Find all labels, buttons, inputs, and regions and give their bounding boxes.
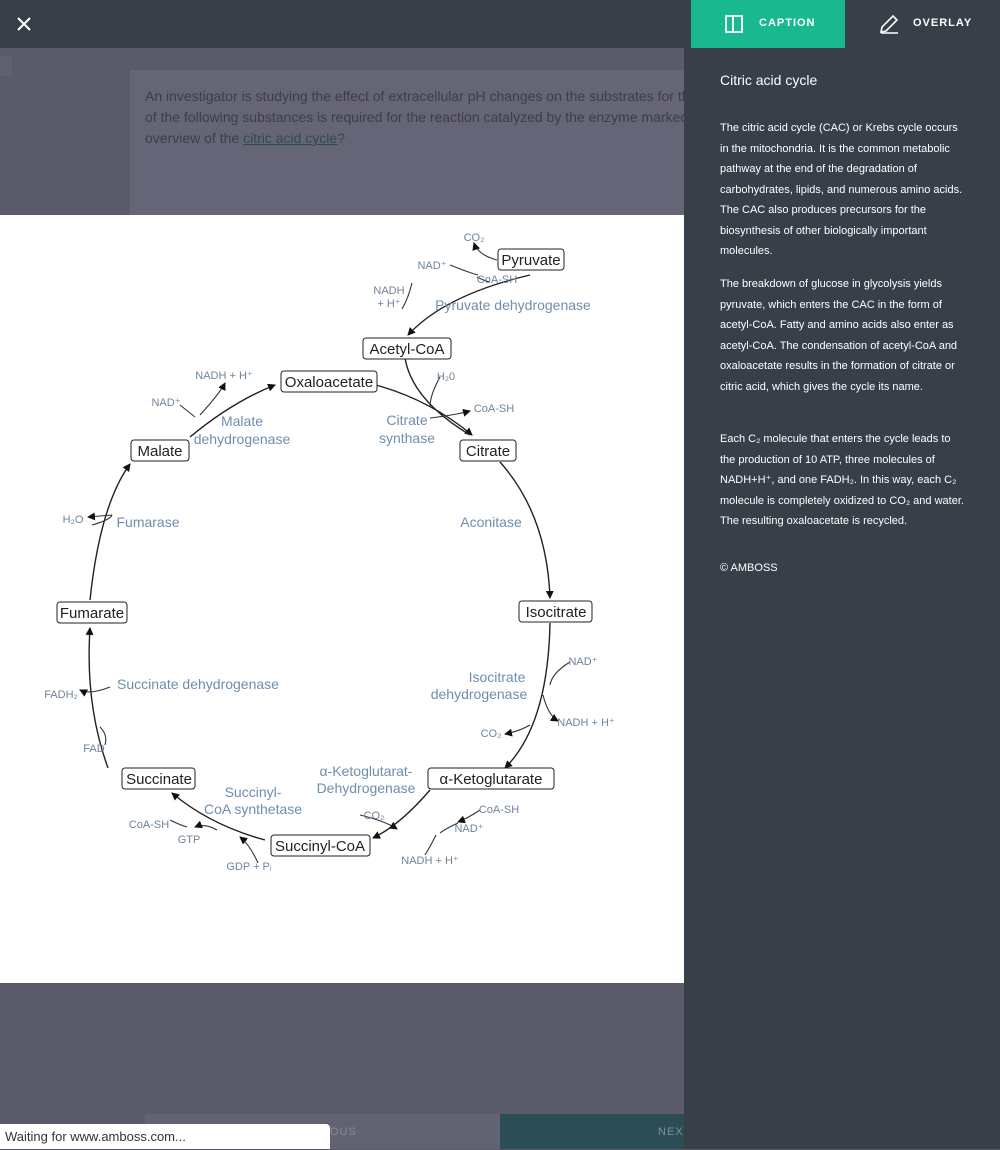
enzyme-succinyl-coa-synthetase-1: Succinyl- xyxy=(225,784,282,800)
acetyl-coa-box xyxy=(362,337,452,360)
cofactor-fad: FAD xyxy=(83,743,104,755)
cofactor-co2-pyruvate: CO₂ xyxy=(464,232,485,244)
cofactor-coash-succinyl: CoA-SH xyxy=(129,819,169,831)
caption-paragraph-2: The breakdown of glucose in glycolysis y… xyxy=(720,278,958,393)
enzyme-isocitrate-dh-1: Isocitrate xyxy=(469,669,526,685)
question-line-3-suffix: ? xyxy=(337,130,345,146)
cofactor-h2o-citrate: H₂0 xyxy=(437,371,455,383)
cofactor-nadh-malate: NADH + H⁺ xyxy=(195,370,253,382)
enzyme-akg-dh-1: α-Ketoglutarat- xyxy=(320,763,413,779)
cofactor-nadh-akg: NADH + H⁺ xyxy=(401,855,459,867)
node-succinate: Succinate xyxy=(126,771,192,788)
node-malate: Malate xyxy=(137,443,182,460)
cofactor-nad-pyruvate: NAD⁺ xyxy=(417,260,446,272)
node-fumarate: Fumarate xyxy=(60,605,124,622)
question-line-1: An investigator is studying the effect o… xyxy=(145,88,685,104)
enzyme-malate-dh-2: dehydrogenase xyxy=(194,431,291,447)
node-acetyl-coa: Acetyl-CoA xyxy=(369,341,444,358)
cofactor-coash-citrate: CoA-SH xyxy=(474,403,514,415)
enzyme-akg-dh-2: Dehydrogenase xyxy=(317,780,416,796)
cofactor-coash-pyruvate: CoA-SH xyxy=(477,274,517,286)
tab-overlay-label: OVERLAY xyxy=(913,17,973,29)
backdrop-shape xyxy=(0,56,12,76)
citric-acid-cycle-link[interactable]: citric acid cycle xyxy=(243,130,338,146)
browser-status-bar: Waiting for www.amboss.com... xyxy=(0,1124,330,1149)
next-button[interactable]: NEX xyxy=(500,1114,691,1149)
enzyme-fumarase: Fumarase xyxy=(116,514,179,530)
node-isocitrate: Isocitrate xyxy=(526,604,587,621)
pyruvate-box xyxy=(497,248,565,271)
caption-copyright: © AMBOSS xyxy=(720,562,778,574)
caption-paragraph-1: The citric acid cycle (CAC) or Krebs cyc… xyxy=(720,122,963,257)
cofactor-gdp-pi: GDP + Pᵢ xyxy=(226,861,272,873)
cofactor-gtp: GTP xyxy=(178,834,201,846)
enzyme-isocitrate-dh-2: dehydrogenase xyxy=(431,686,528,702)
cofactor-nadh-isocitrate: NADH + H⁺ xyxy=(557,717,615,729)
cofactor-fadh2: FADH₂ xyxy=(44,689,78,701)
enzyme-pyruvate-dehydrogenase: Pyruvate dehydrogenase xyxy=(435,297,591,313)
cofactor-nad-isocitrate: NAD⁺ xyxy=(568,656,597,668)
node-boxes xyxy=(56,248,593,857)
previous-button-label: OUS xyxy=(330,1126,357,1138)
node-oxaloacetate: Oxaloacetate xyxy=(285,374,373,391)
fumarate-box xyxy=(56,601,128,624)
cofactor-nadh-pyruvate-1: NADH xyxy=(373,285,404,297)
enzyme-aconitase: Aconitase xyxy=(460,514,522,530)
citric-acid-cycle-diagram: Pyruvate Acetyl-CoA Oxaloacetate Citrate… xyxy=(44,232,615,873)
cycle-arrows xyxy=(85,274,554,841)
panel-icon xyxy=(725,15,743,33)
enzyme-malate-dh-1: Malate xyxy=(221,413,263,429)
tab-overlay[interactable]: OVERLAY xyxy=(845,0,1000,48)
pencil-icon xyxy=(879,14,899,34)
question-card xyxy=(130,70,690,215)
diagram-image: Pyruvate Acetyl-CoA Oxaloacetate Citrate… xyxy=(0,215,684,983)
top-bar xyxy=(0,0,691,48)
tab-caption[interactable]: CAPTION xyxy=(691,0,845,48)
succinate-box xyxy=(121,767,196,790)
cofactor-nad-malate: NAD⁺ xyxy=(151,397,180,409)
question-line-3-prefix: overview of the xyxy=(145,130,244,146)
malate-box xyxy=(130,439,190,462)
succinyl-coa-box xyxy=(270,834,371,857)
citrate-box xyxy=(459,439,517,462)
cofactor-h2o-fumarase: H₂O xyxy=(63,514,84,526)
question-line-3: overview of the citric acid cycle? xyxy=(145,128,685,149)
caption-title: Citric acid cycle xyxy=(720,72,818,88)
node-citrate: Citrate xyxy=(466,443,510,460)
node-alpha-ketoglutarate: α-Ketoglutarate xyxy=(440,771,543,788)
cofactor-co2-akg: CO₂ xyxy=(364,810,385,822)
next-button-label: NEX xyxy=(658,1126,684,1138)
cofactor-co2-isocitrate: CO₂ xyxy=(481,728,502,740)
node-succinyl-coa: Succinyl-CoA xyxy=(275,838,365,855)
enzyme-citrate-synthase-1: Citrate xyxy=(386,412,427,428)
cofactor-coash-akg: CoA-SH xyxy=(479,804,519,816)
cofactor-nadh-pyruvate-2: + H⁺ xyxy=(377,298,400,310)
oxaloacetate-box xyxy=(280,370,378,393)
enzyme-succinyl-coa-synthetase-2: CoA synthetase xyxy=(204,801,302,817)
close-button[interactable] xyxy=(10,10,38,38)
alpha-ketoglutarate-box xyxy=(427,767,555,790)
caption-paragraph-3: Each C₂ molecule that enters the cycle l… xyxy=(720,433,964,527)
cofactor-nad-akg: NAD⁺ xyxy=(454,823,483,835)
isocitrate-box xyxy=(518,600,593,623)
question-text: An investigator is studying the effect o… xyxy=(145,86,685,149)
tab-caption-label: CAPTION xyxy=(759,17,816,29)
enzyme-citrate-synthase-2: synthase xyxy=(379,430,435,446)
node-pyruvate: Pyruvate xyxy=(501,252,560,269)
cofactor-arrows xyxy=(79,242,571,864)
enzyme-succinate-dehydrogenase: Succinate dehydrogenase xyxy=(117,676,279,692)
caption-sidebar: Citric acid cycle The citric acid cycle … xyxy=(684,48,1000,1149)
close-icon xyxy=(17,17,31,31)
question-line-2: of the following substances is required … xyxy=(145,109,685,125)
